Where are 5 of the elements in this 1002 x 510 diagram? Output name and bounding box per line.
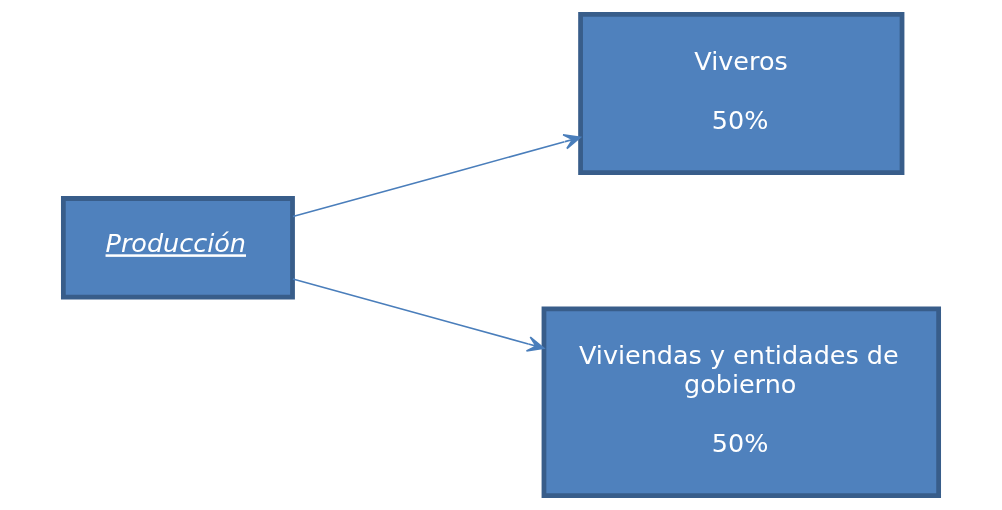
arrow: [292, 278, 545, 352]
node-box: Viviendas y entidades de gobierno 50%: [541, 306, 941, 498]
node-box: Viveros 50%: [578, 12, 905, 175]
arrow: [292, 133, 582, 218]
node-box: Producción: [61, 196, 295, 300]
